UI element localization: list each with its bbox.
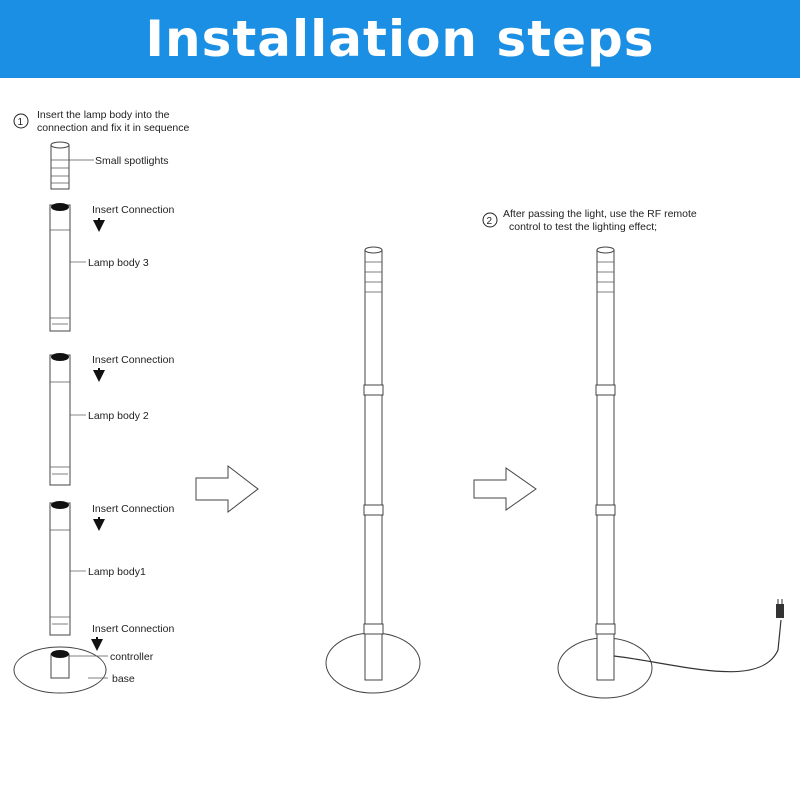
label-small-spotlights: Small spotlights [95, 155, 169, 167]
next-arrow-icon [473, 467, 537, 511]
assembled-lamp-with-cable [557, 246, 784, 699]
label-insert-connection-3: Insert Connection [92, 503, 174, 515]
step-1-instruction: 1 Insert the lamp body into the connecti… [13, 109, 190, 134]
lamp-body-3-part: Insert Connection Lamp body 3 [49, 203, 174, 332]
label-lamp-body-2: Lamp body 2 [88, 410, 149, 422]
step-2-line-2: control to test the lighting effect; [509, 221, 657, 233]
label-insert-connection-4: Insert Connection [92, 623, 174, 635]
lamp-body-2-part: Insert Connection Lamp body 2 [49, 353, 174, 486]
step-2-line-1: After passing the light, use the RF remo… [503, 208, 697, 220]
label-lamp-body-3: Lamp body 3 [88, 257, 149, 269]
lamp-body-1-part: Insert Connection Lamp body1 [49, 501, 174, 636]
page-title: Installation steps [145, 10, 655, 68]
assembled-lamp [325, 246, 421, 694]
step-1-number-text: 1 [18, 117, 24, 128]
base-controller-part: Insert Connection controller base [13, 623, 174, 694]
plug-icon [776, 604, 784, 618]
step-2-instruction: 2 After passing the light, use the RF re… [482, 208, 697, 233]
label-insert-connection-2: Insert Connection [92, 354, 174, 366]
power-cable [613, 619, 782, 673]
step-1-line-1: Insert the lamp body into the [37, 109, 170, 121]
label-insert-connection-1: Insert Connection [92, 204, 174, 216]
step-2-number-text: 2 [487, 216, 493, 227]
title-banner: Installation steps [0, 0, 800, 78]
next-arrow-icon [195, 464, 259, 514]
label-base: base [112, 673, 135, 685]
small-spotlight-part: Small spotlights [50, 141, 169, 190]
label-controller: controller [110, 651, 154, 663]
label-lamp-body-1: Lamp body1 [88, 566, 146, 578]
step-1-line-2: connection and fix it in sequence [37, 122, 190, 134]
